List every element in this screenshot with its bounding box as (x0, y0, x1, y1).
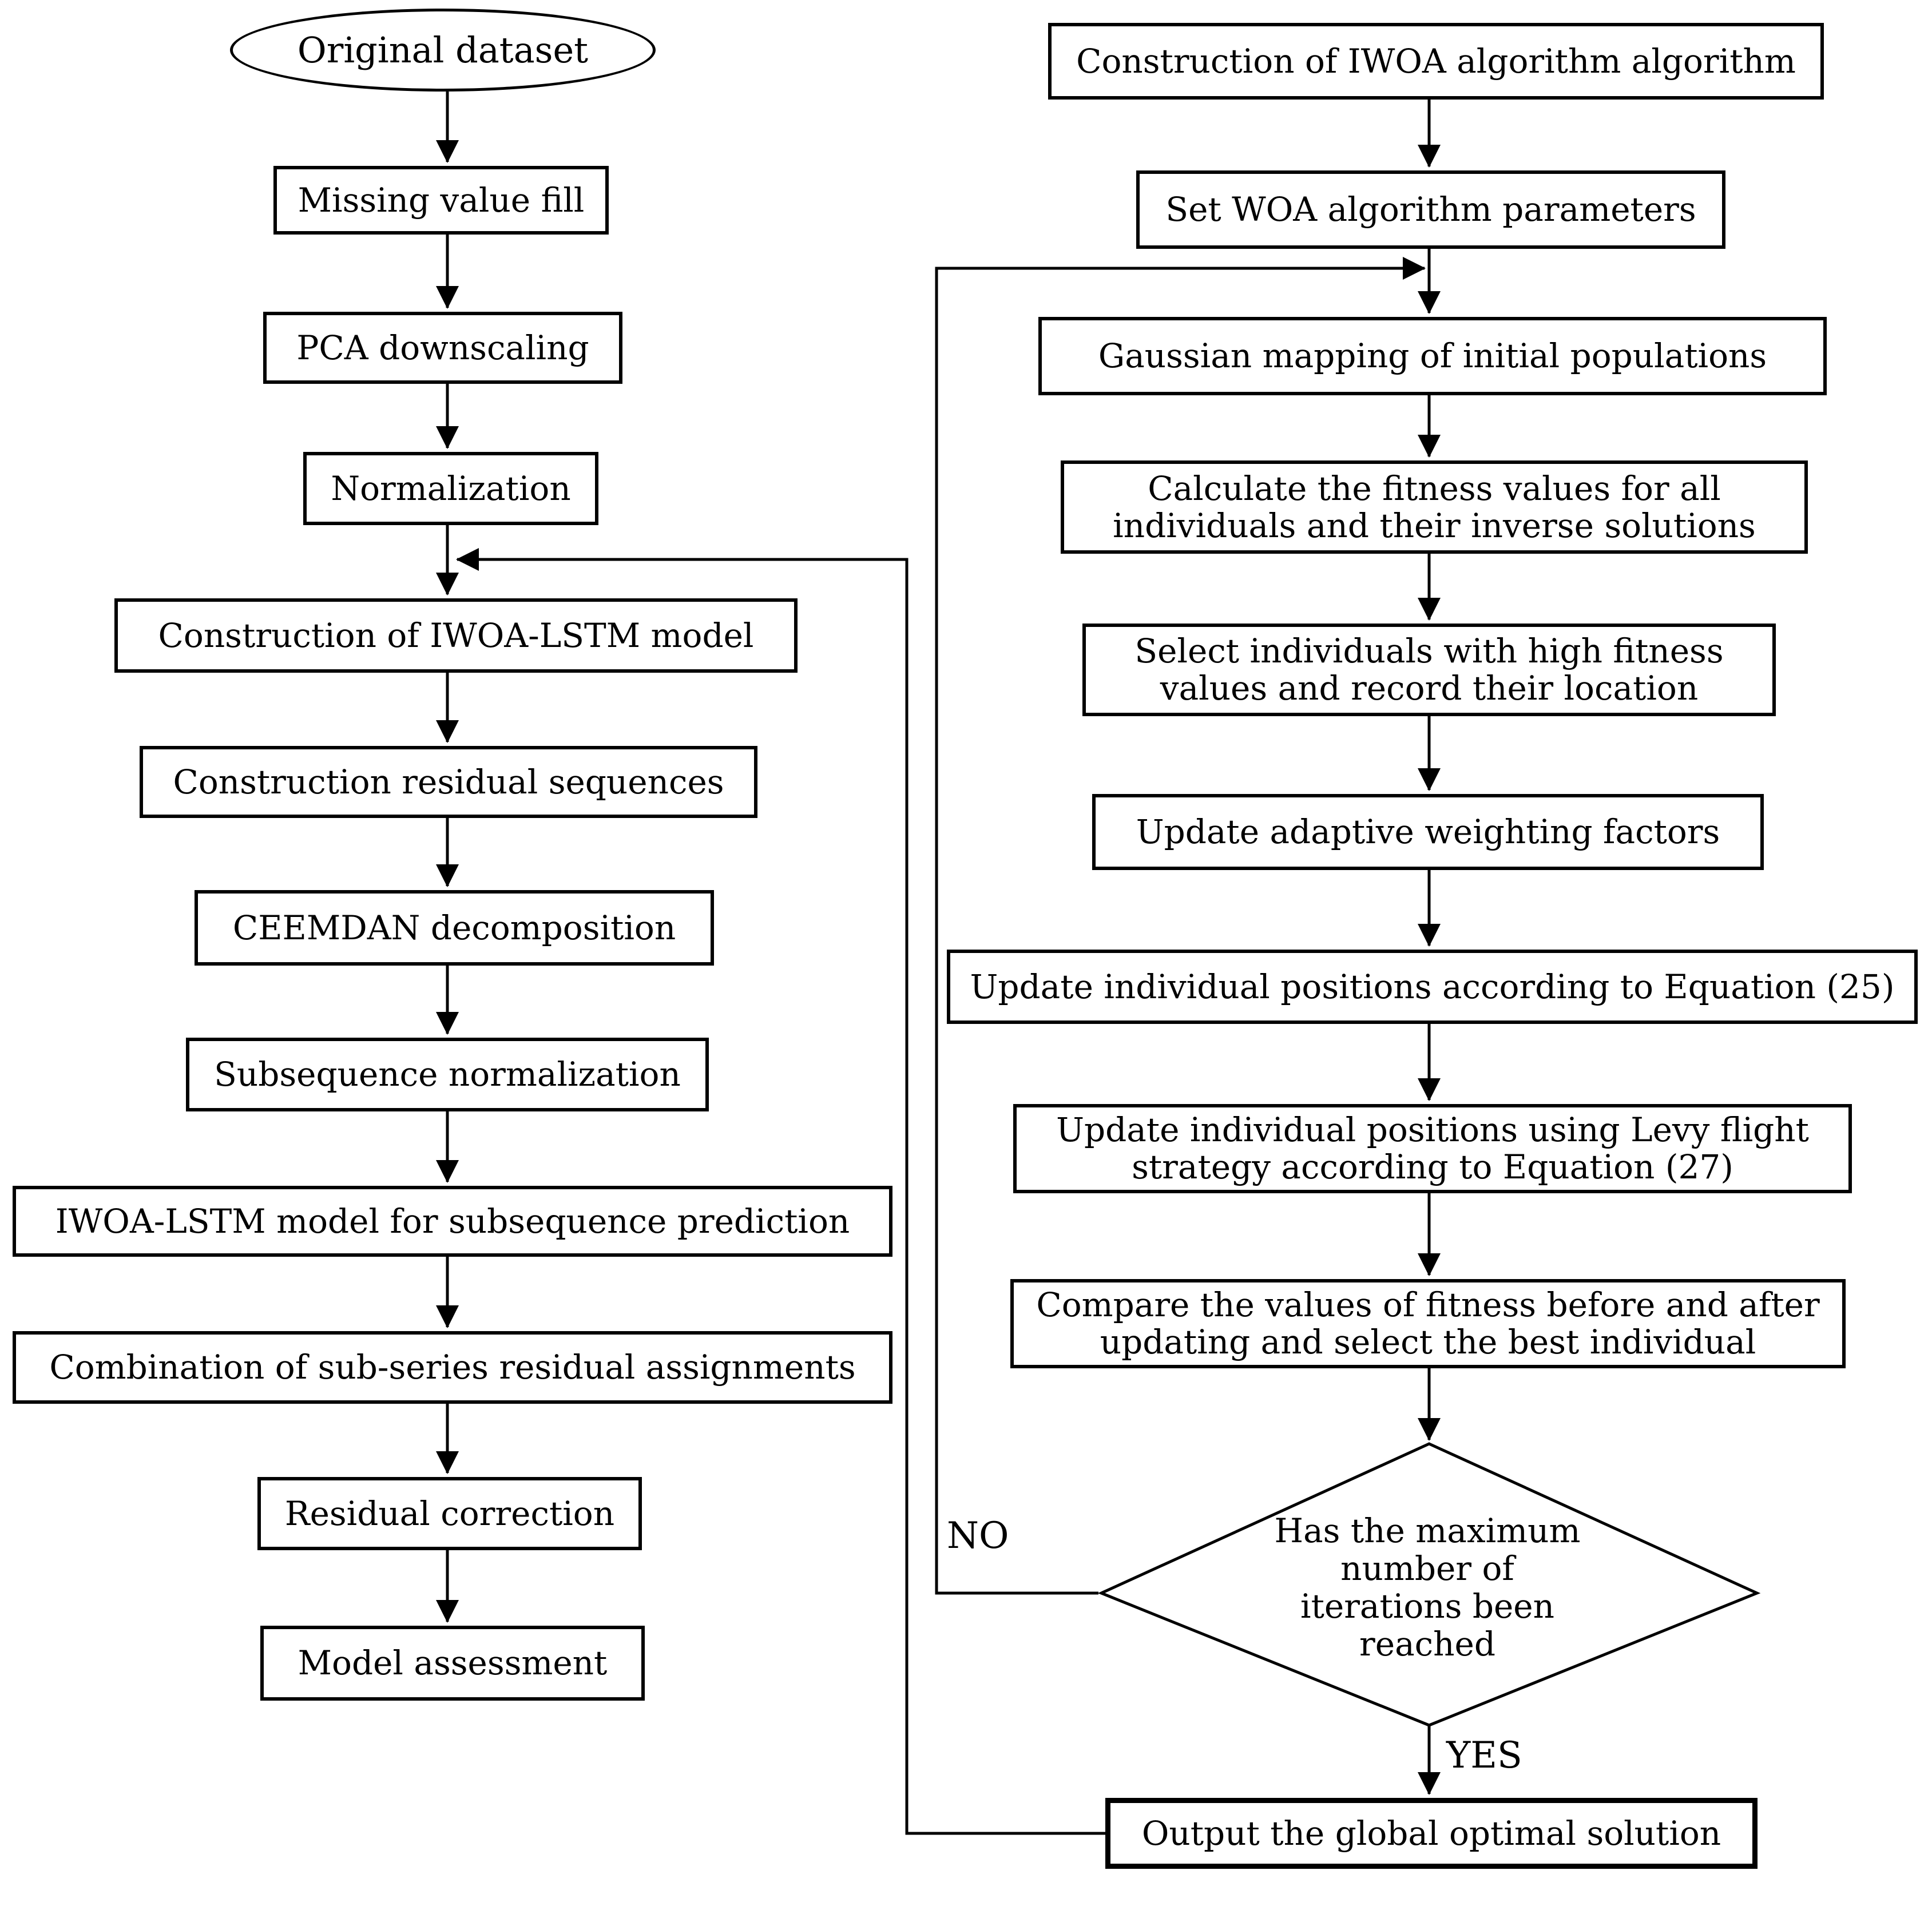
node-iwoa-lstm-subsequence-prediction: IWOA-LSTM model for subsequence predicti… (13, 1186, 892, 1257)
node-set-woa-parameters: Set WOA algorithm parameters (1136, 170, 1725, 249)
node-construction-iwoa-algorithm: Construction of IWOA algorithm algorithm (1048, 23, 1824, 100)
node-calculate-fitness: Calculate the fitness values for all ind… (1061, 460, 1808, 554)
node-subsequence-normalization: Subsequence normalization (186, 1038, 709, 1111)
no-loop-line (935, 257, 1426, 1595)
node-compare-fitness: Compare the values of fitness before and… (1010, 1279, 1846, 1368)
node-update-positions-eq25: Update individual positions according to… (947, 950, 1918, 1024)
node-model-assessment: Model assessment (260, 1626, 645, 1701)
node-original-dataset: Original dataset (230, 9, 656, 92)
node-construction-residual-sequences: Construction residual sequences (140, 746, 757, 818)
node-select-individuals: Select individuals with high fitness val… (1082, 624, 1776, 716)
output-feedback-line (456, 548, 1105, 1835)
node-residual-correction: Residual correction (257, 1477, 642, 1550)
node-pca-downscaling: PCA downscaling (263, 312, 622, 384)
no-label: NO (947, 1515, 1009, 1557)
node-normalization: Normalization (303, 452, 598, 525)
yes-label: YES (1446, 1734, 1522, 1777)
node-construction-iwoa-lstm-model: Construction of IWOA-LSTM model (114, 598, 798, 673)
node-missing-value-fill: Missing value fill (273, 166, 609, 235)
node-ceemdan-decomposition: CEEMDAN decomposition (195, 890, 714, 966)
node-gaussian-mapping: Gaussian mapping of initial populations (1038, 317, 1827, 395)
node-update-positions-levy-flight: Update individual positions using Levy f… (1013, 1104, 1852, 1193)
node-update-adaptive-weighting: Update adaptive weighting factors (1092, 794, 1764, 870)
decision-max-iterations-label: Has the maximum number of iterations bee… (1274, 1511, 1581, 1664)
node-output-global-optimal: Output the global optimal solution (1105, 1798, 1758, 1869)
decision-diamond (1097, 1442, 1761, 1727)
node-combination-subseries-residuals: Combination of sub-series residual assig… (13, 1331, 892, 1404)
